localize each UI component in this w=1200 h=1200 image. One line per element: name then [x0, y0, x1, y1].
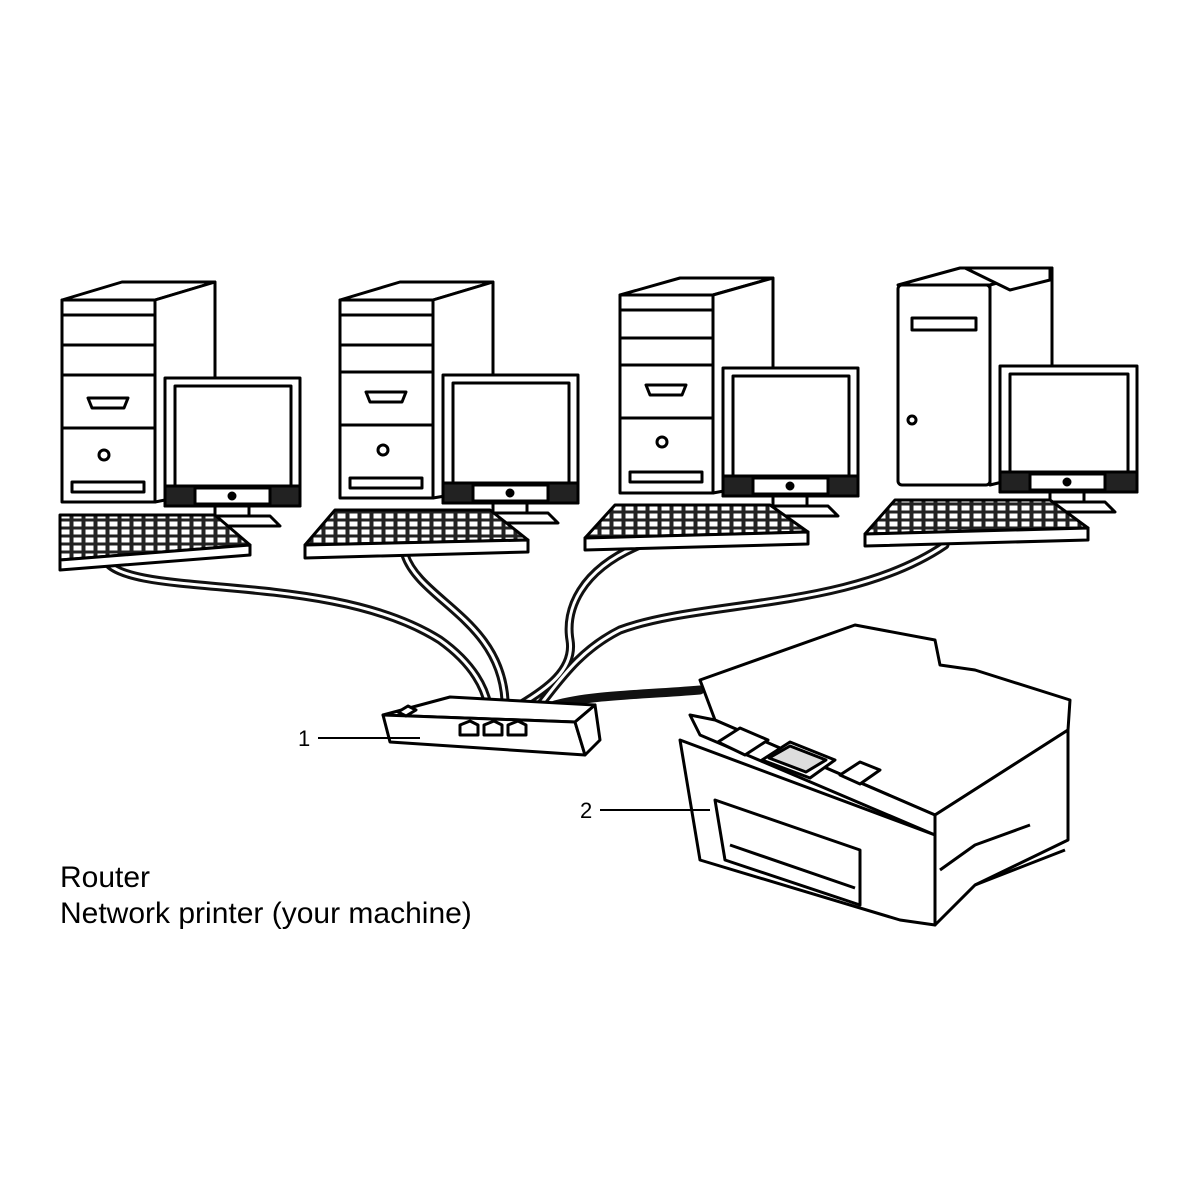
callout-2: 2 [580, 798, 710, 823]
computer-3-monitor [721, 366, 860, 518]
network-printer [678, 623, 1072, 927]
cable-printer [550, 685, 705, 710]
router [381, 695, 602, 757]
legend-item-router: Router [60, 861, 151, 894]
callout-1-number: 1 [298, 726, 310, 751]
computer-3-keyboard [583, 503, 810, 552]
computer-4-monitor [998, 364, 1139, 514]
computer-2 [303, 280, 580, 560]
legend: Router Network printer (your machine) [60, 860, 472, 932]
computer-2-monitor [441, 373, 580, 525]
computer-1-keyboard [58, 513, 252, 572]
router-ports [396, 704, 528, 737]
legend-item-network-printer: Network printer (your machine) [60, 897, 472, 930]
callout-2-number: 2 [580, 798, 592, 823]
computer-1-monitor [163, 376, 302, 528]
computer-4-keyboard [863, 498, 1090, 548]
computer-1 [58, 280, 302, 572]
computer-4 [863, 266, 1139, 548]
computer-2-keyboard [303, 508, 530, 560]
computer-3 [583, 276, 860, 552]
callout-1: 1 [298, 726, 420, 751]
